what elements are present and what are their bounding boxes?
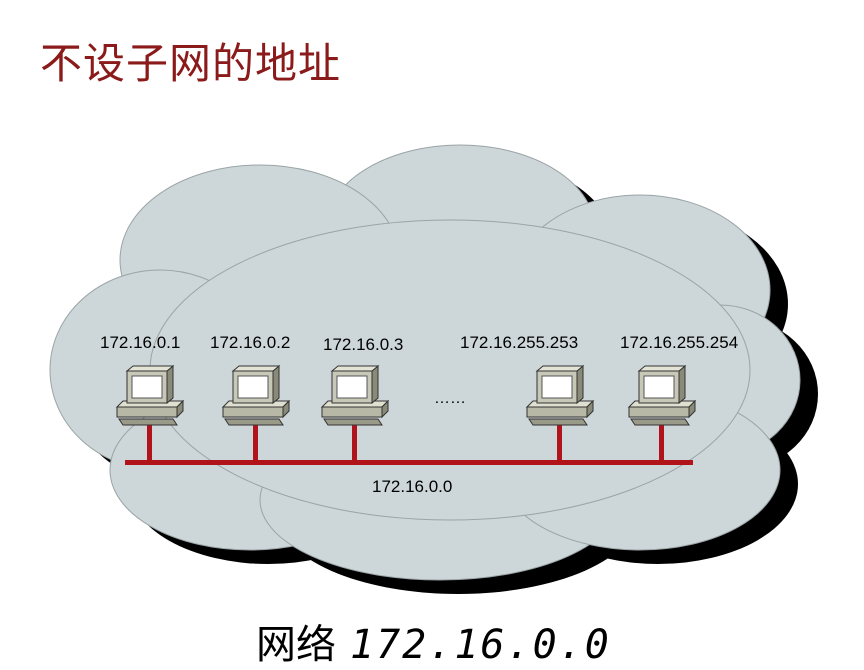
computer-icon (116, 365, 184, 426)
computer-icon (628, 365, 696, 426)
host-label: 172.16.0.2 (210, 333, 291, 352)
drop-line (147, 420, 152, 462)
caption-prefix: 网络 (256, 622, 336, 668)
drop-line (659, 420, 664, 462)
host-label: 172.16.255.253 (460, 333, 579, 352)
drop-line (557, 420, 562, 462)
network-caption: 网络 172.16.0.0 (256, 612, 611, 670)
computer-icon (321, 365, 389, 426)
host-label: 172.16.0.1 (100, 333, 181, 352)
network-bus (125, 460, 693, 465)
page-title: 不设子网的地址 (40, 39, 342, 88)
bus-label: 172.16.0.0 (372, 477, 453, 496)
computer-icon (222, 365, 290, 426)
cloud-icon (49, 144, 801, 581)
host-label: 172.16.0.3 (323, 335, 404, 354)
drop-line (253, 420, 258, 462)
ellipsis: …… (434, 390, 466, 407)
drop-line (352, 420, 357, 462)
caption-address: 172.16.0.0 (350, 622, 611, 668)
host-label: 172.16.255.254 (620, 333, 739, 352)
computer-icon (526, 365, 594, 426)
